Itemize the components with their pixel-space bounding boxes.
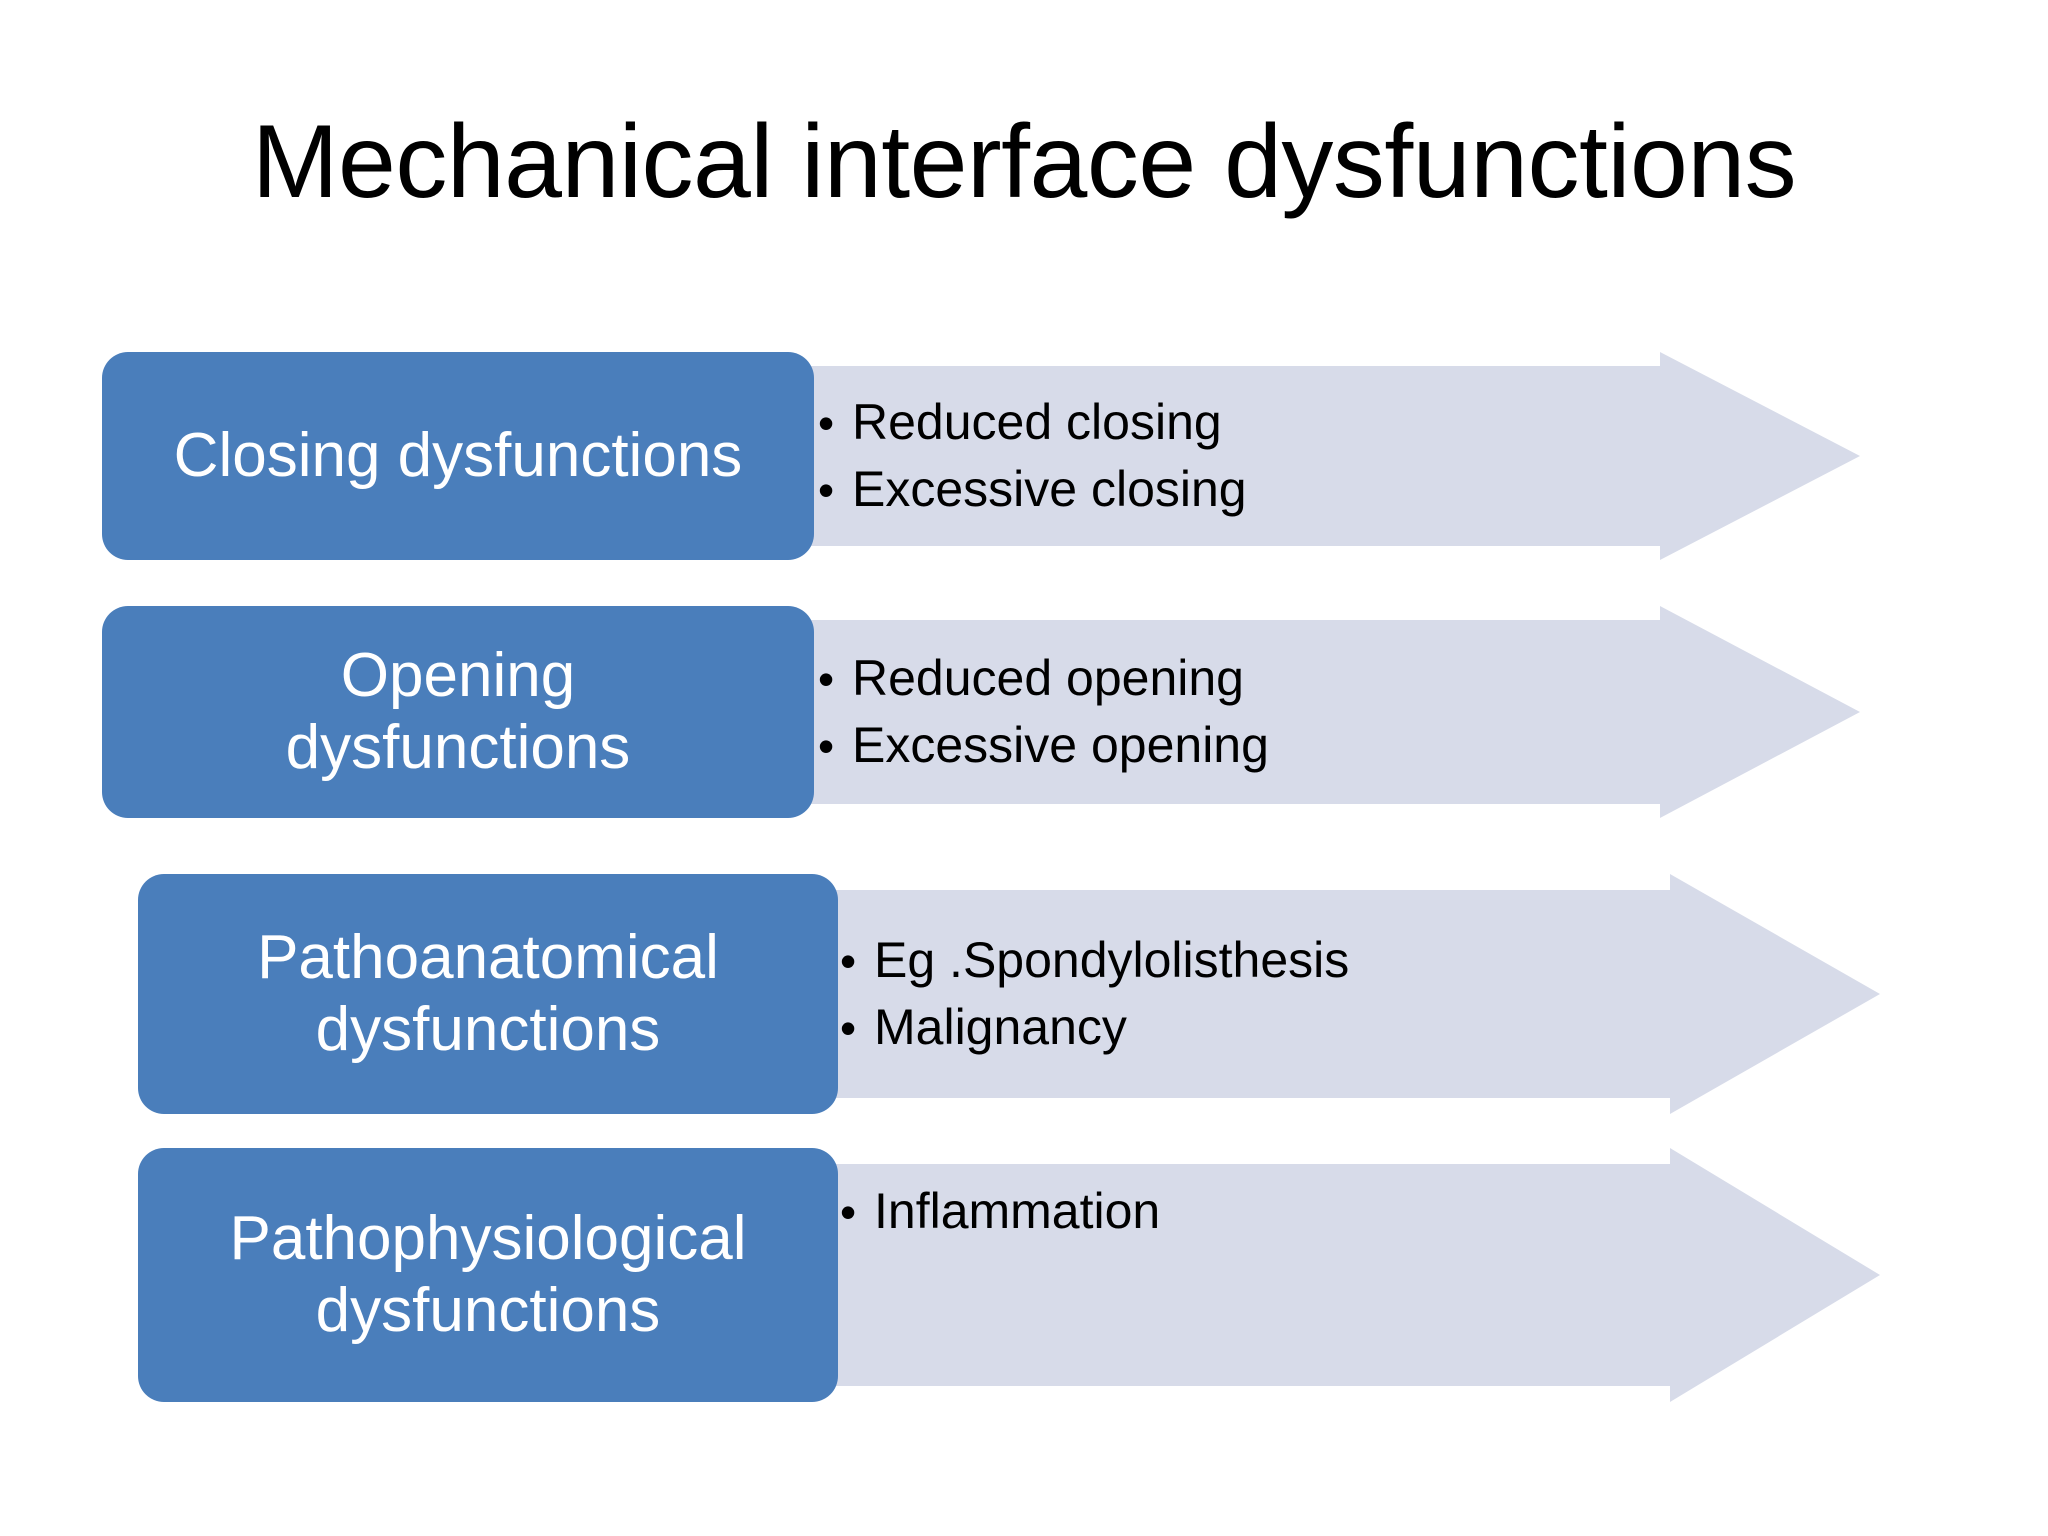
category-box-pathophysiological[interactable]: Pathophysiological dysfunctions (138, 1148, 838, 1402)
category-box-opening[interactable]: Opening dysfunctions (102, 606, 814, 818)
category-label-line2: dysfunctions (285, 713, 631, 782)
category-box-pathoanatomical[interactable]: Pathoanatomical dysfunctions (138, 874, 838, 1114)
arrow-shape-4 (780, 1148, 1880, 1402)
bullet-icon: • (840, 1002, 857, 1054)
process-row-4: • Inflammation Pathophysiological dysfun… (0, 1148, 2048, 1402)
bullet-label: Reduced opening (852, 650, 1244, 706)
bullet-icon: • (840, 935, 857, 987)
list-item: • Reduced closing (818, 389, 1222, 456)
bullet-label: Excessive opening (852, 717, 1269, 773)
arrow-bullets-1: • Reduced closing • Excessive closing (818, 352, 1718, 560)
category-label-line1: Pathoanatomical (257, 923, 719, 993)
bullet-label: Excessive closing (852, 461, 1247, 517)
arrow-icon (780, 874, 1880, 1114)
bullet-icon: • (840, 1186, 857, 1238)
bullet-icon: • (818, 397, 835, 449)
process-row-2: • Reduced opening • Excessive opening Op… (0, 606, 2048, 818)
bullet-icon: • (818, 720, 835, 772)
bullet-icon: • (818, 653, 835, 705)
arrow-bullets-4: • Inflammation (840, 1148, 1780, 1402)
arrow-shape-1 (760, 352, 1860, 560)
process-row-3: • Eg .Spondylolisthesis • Malignancy Pat… (0, 874, 2048, 1114)
arrow-bullets-3: • Eg .Spondylolisthesis • Malignancy (840, 874, 1780, 1114)
arrow-bullets-2: • Reduced opening • Excessive opening (818, 606, 1718, 818)
category-label-line2: dysfunctions (315, 995, 661, 1064)
arrow-icon (760, 352, 1860, 560)
category-label-line1: Pathophysiological (229, 1204, 747, 1274)
category-label: Closing dysfunctions (173, 421, 743, 491)
bullet-label: Inflammation (874, 1183, 1161, 1239)
process-row-1: • Reduced closing • Excessive closing Cl… (0, 352, 2048, 560)
list-item: • Excessive closing (818, 456, 1247, 523)
arrow-shape-3 (780, 874, 1880, 1114)
category-label-line1: Opening (340, 641, 576, 711)
arrow-icon (760, 606, 1860, 818)
bullet-label: Eg .Spondylolisthesis (874, 932, 1350, 988)
arrow-icon (780, 1148, 1880, 1402)
list-item: • Malignancy (840, 994, 1127, 1061)
bullet-label: Reduced closing (852, 394, 1222, 450)
category-label-line2: dysfunctions (315, 1276, 661, 1345)
list-item: • Eg .Spondylolisthesis (840, 927, 1349, 994)
arrow-shape-2 (760, 606, 1860, 818)
bullet-icon: • (818, 464, 835, 516)
bullet-label: Malignancy (874, 999, 1127, 1055)
list-item: • Inflammation (840, 1178, 1160, 1245)
category-box-closing[interactable]: Closing dysfunctions (102, 352, 814, 560)
page-title: Mechanical interface dysfunctions (251, 104, 1797, 220)
list-item: • Excessive opening (818, 712, 1269, 779)
list-item: • Reduced opening (818, 645, 1244, 712)
